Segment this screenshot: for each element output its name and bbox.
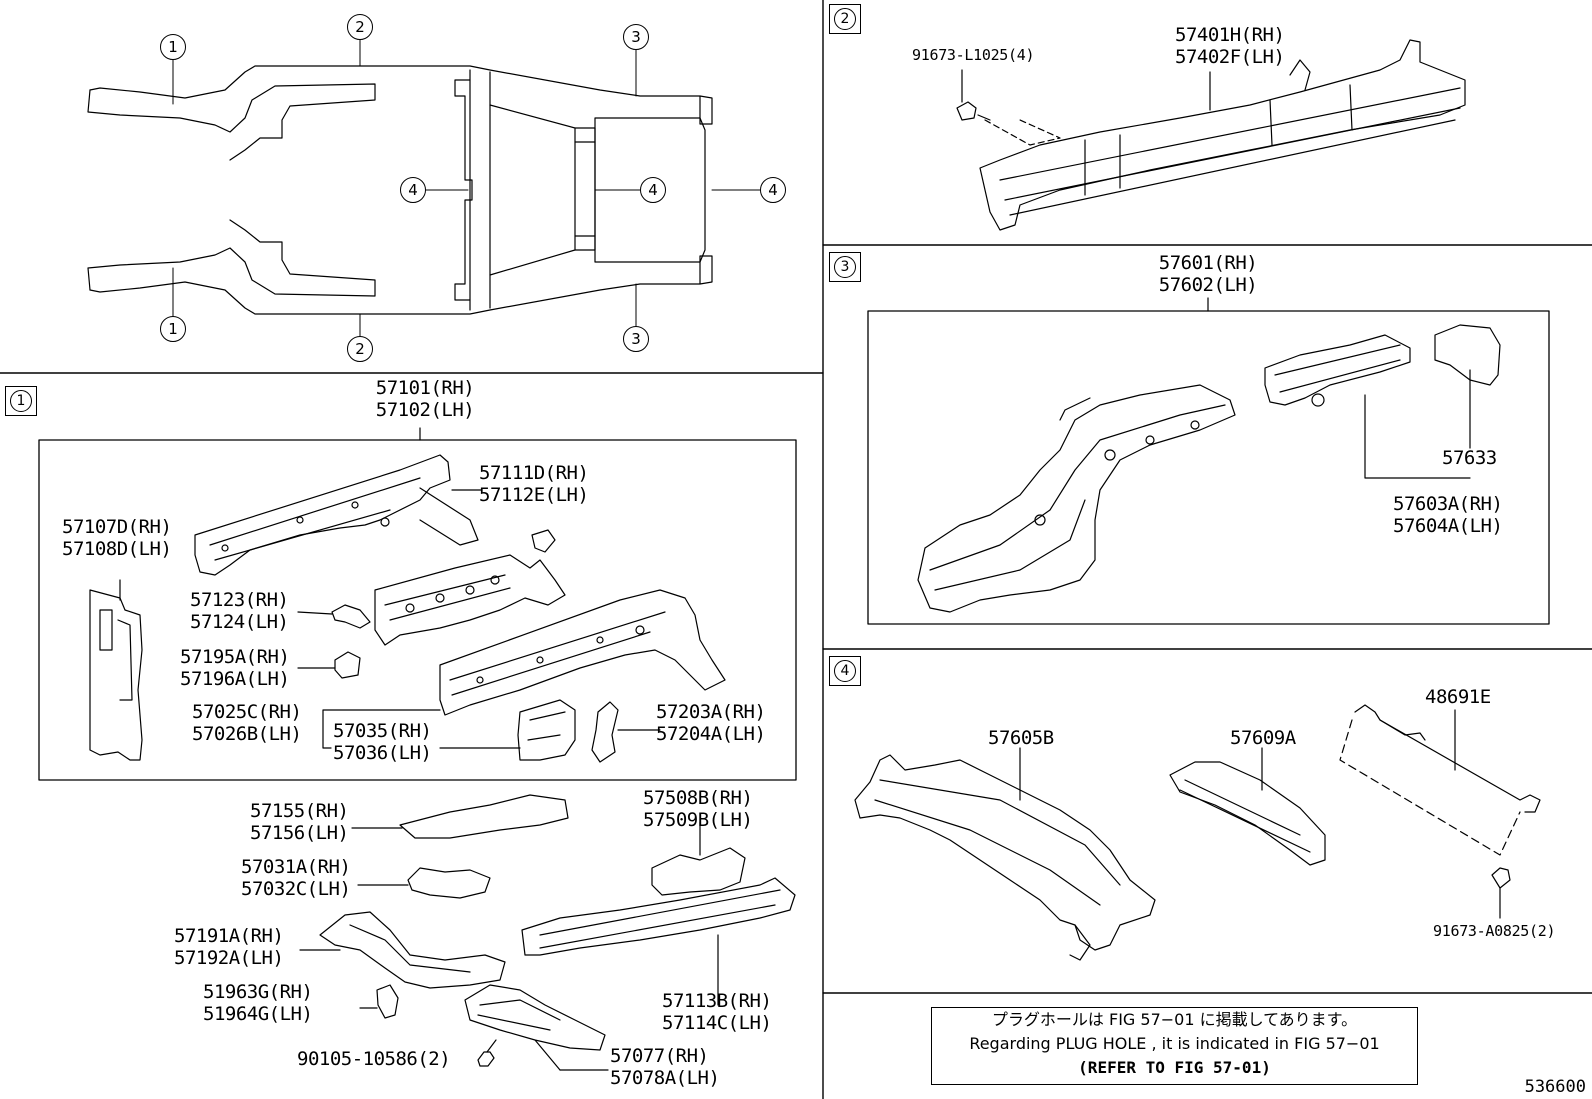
label-57077: 57077(RH)57078A(LH) — [610, 1045, 720, 1089]
callout-4-middle: 4 — [640, 177, 666, 203]
label-57601: 57601(RH)57602(LH) — [1158, 252, 1258, 296]
section-4-drawing — [854, 704, 1541, 961]
label-57609a: 57609A — [1230, 727, 1296, 749]
note-reference: (REFER TO FIG 57-01) — [1078, 1058, 1271, 1077]
section-3-drawing — [867, 297, 1550, 625]
section-tag-4-label: 4 — [834, 660, 856, 682]
section-tag-2-label: 2 — [834, 8, 856, 30]
note-japanese: プラグホールは FIG 57−01 に掲載してあります。 — [991, 1010, 1358, 1029]
label-57605b: 57605B — [988, 727, 1054, 749]
label-57111: 57111D(RH)57112E(LH) — [479, 462, 589, 506]
overview-leaders — [172, 37, 761, 337]
section-1-drawing — [38, 427, 797, 1071]
label-57195: 57195A(RH)57196A(LH) — [180, 646, 290, 690]
label-57035: 57035(RH)57036(LH) — [333, 720, 432, 764]
label-57113: 57113B(RH)57114C(LH) — [662, 990, 772, 1034]
label-57633: 57633 — [1442, 447, 1497, 469]
callout-2-bottom: 2 — [347, 336, 373, 362]
callout-4-right: 4 — [760, 177, 786, 203]
label-91673-a0825: 91673-A0825(2) — [1433, 922, 1556, 940]
label-57155: 57155(RH)57156(LH) — [250, 800, 349, 844]
label-57123: 57123(RH)57124(LH) — [190, 589, 289, 633]
label-57603: 57603A(RH)57604A(LH) — [1393, 493, 1503, 537]
label-57031: 57031A(RH)57032C(LH) — [241, 856, 351, 900]
callout-4-left: 4 — [400, 177, 426, 203]
section-tag-4: 4 — [829, 656, 861, 686]
label-57107: 57107D(RH)57108D(LH) — [62, 516, 172, 560]
plug-hole-note: プラグホールは FIG 57−01 に掲載してあります。 Regarding P… — [931, 1007, 1418, 1085]
section-tag-1: 1 — [5, 386, 37, 416]
callout-1-top: 1 — [160, 34, 186, 60]
section-tag-2: 2 — [829, 4, 861, 34]
note-english: Regarding PLUG HOLE , it is indicated in… — [969, 1034, 1380, 1053]
label-57401: 57401H(RH)57402F(LH) — [1175, 24, 1285, 68]
label-51963: 51963G(RH)51964G(LH) — [203, 981, 313, 1025]
section-2-drawing — [956, 39, 1466, 231]
callout-3-bottom: 3 — [623, 326, 649, 352]
label-48691e: 48691E — [1425, 686, 1491, 708]
section-tag-3-label: 3 — [834, 256, 856, 278]
label-57508: 57508B(RH)57509B(LH) — [643, 787, 753, 831]
section-tag-1-label: 1 — [10, 390, 32, 412]
callout-3-top: 3 — [623, 24, 649, 50]
callout-2-top: 2 — [347, 14, 373, 40]
label-57203: 57203A(RH)57204A(LH) — [656, 701, 766, 745]
callout-1-bottom: 1 — [160, 316, 186, 342]
section-tag-3: 3 — [829, 252, 861, 282]
label-57191: 57191A(RH)57192A(LH) — [174, 925, 284, 969]
frame-overview — [87, 65, 713, 315]
diagram-id: 536600 — [1524, 1077, 1586, 1097]
label-57101: 57101(RH)57102(LH) — [375, 377, 475, 421]
label-57025: 57025C(RH)57026B(LH) — [192, 701, 302, 745]
label-91673-l1025: 91673-L1025(4) — [912, 46, 1035, 64]
label-90105: 90105-10586(2) — [297, 1048, 451, 1070]
